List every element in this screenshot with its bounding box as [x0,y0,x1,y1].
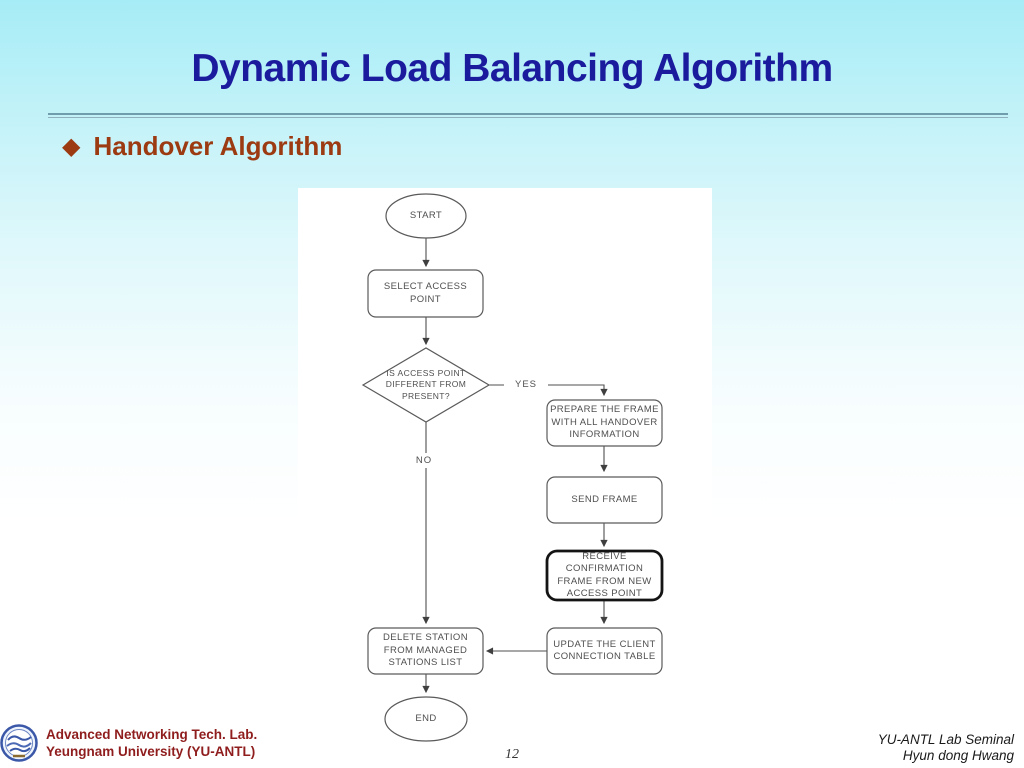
flow-node-start-label: START [409,209,443,221]
select-box [367,269,484,318]
slide-title: Dynamic Load Balancing Algorithm [191,47,833,90]
flowchart-graphic [361,193,664,742]
flow-edge-label-yes: YES [504,378,548,391]
flow-shapes [361,193,664,742]
flow-node-send-label: SEND FRAME [571,493,638,505]
flowchart-panel: START SELECT ACCESS POINT IS ACCESS POIN… [298,188,712,748]
title-separator [48,113,1008,118]
page-number: 12 [505,747,519,762]
delete-box [367,627,484,675]
decision-diamond [361,347,491,423]
receive-box [545,549,664,602]
flow-node-prepare-label: PREPARE THE FRAME WITH ALL HANDOVER INFO… [550,404,659,441]
flow-node-decision-label: IS ACCESS POINT DIFFERENT FROM PRESENT? [385,368,467,401]
flow-node-receive-label: RECEIVE CONFIRMATION FRAME FROM NEW ACCE… [557,550,652,599]
section-heading: ◆ Handover Algorithm [62,131,342,162]
flow-edge-label-no: NO [405,453,443,468]
flow-node-delete-label: DELETE STATION FROM MANAGED STATIONS LIS… [383,632,468,669]
footer-lab-credit: Advanced Networking Tech. Lab. Yeungnam … [0,720,257,766]
flow-node-update-label: UPDATE THE CLIENT CONNECTION TABLE [553,638,656,662]
diamond-bullet-icon: ◆ [62,132,81,160]
footer-lab-line2: Yeungnam University (YU-ANTL) [46,744,256,759]
flow-node-end-label: END [415,712,437,724]
footer-lab-line1: Advanced Networking Tech. Lab. [46,727,258,742]
footer-seminar-line1: YU-ANTL Lab Seminal [877,732,1014,747]
send-box [546,476,663,524]
prepare-box [546,399,663,447]
flow-node-select-label: SELECT ACCESS POINT [383,281,468,305]
update-box [546,627,663,675]
footer-seminar-line2: Hyun dong Hwang [902,747,1014,763]
end-ellipse [384,696,468,742]
start-ellipse [385,193,467,239]
section-heading-label: Handover Algorithm [93,131,343,161]
university-logo [0,724,38,762]
footer-seminar-credit: YU-ANTL Lab Seminal Hyun dong Hwang [878,732,1014,763]
